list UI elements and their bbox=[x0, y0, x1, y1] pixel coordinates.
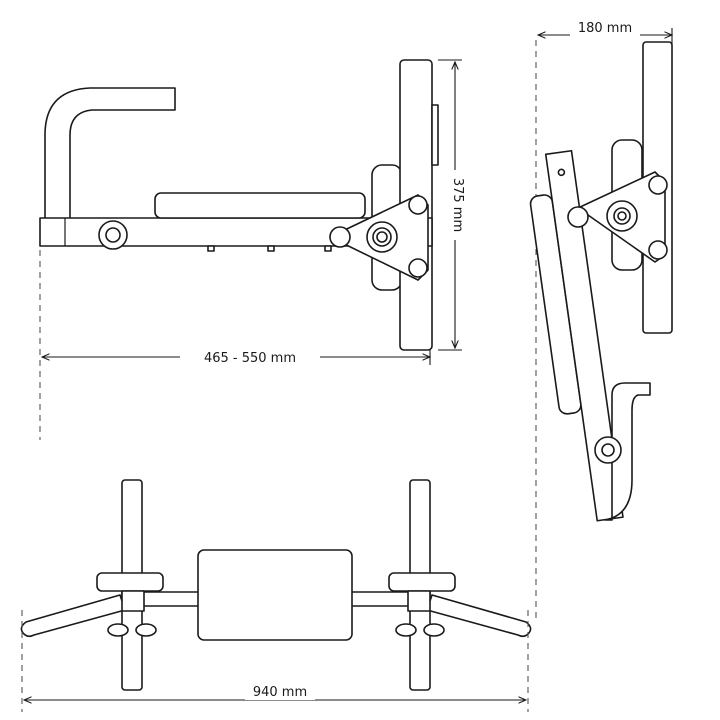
adjust-knob-icon[interactable] bbox=[606, 200, 638, 232]
adjust-knob-icon[interactable] bbox=[594, 436, 622, 464]
adjust-knob-icon[interactable] bbox=[98, 220, 128, 250]
adjust-knob-icon[interactable] bbox=[366, 221, 398, 253]
folded-depth-label: 180 mm bbox=[578, 21, 632, 36]
handle-grip bbox=[604, 382, 651, 521]
side-length-label: 465 - 550 mm bbox=[204, 351, 296, 366]
front-width-label: 940 mm bbox=[253, 685, 307, 700]
arm-pad bbox=[154, 192, 366, 219]
folded-view: 180 mm bbox=[529, 18, 672, 620]
back-pad bbox=[197, 549, 353, 641]
side-height-label: 375 mm bbox=[450, 178, 465, 232]
side-view: 465 - 550 mm 375 mm bbox=[39, 59, 470, 440]
left-handle bbox=[20, 594, 126, 638]
wall-bracket bbox=[431, 104, 439, 166]
bolts bbox=[207, 245, 332, 252]
front-view: 940 mm bbox=[20, 479, 532, 712]
handle-grip bbox=[44, 87, 176, 223]
